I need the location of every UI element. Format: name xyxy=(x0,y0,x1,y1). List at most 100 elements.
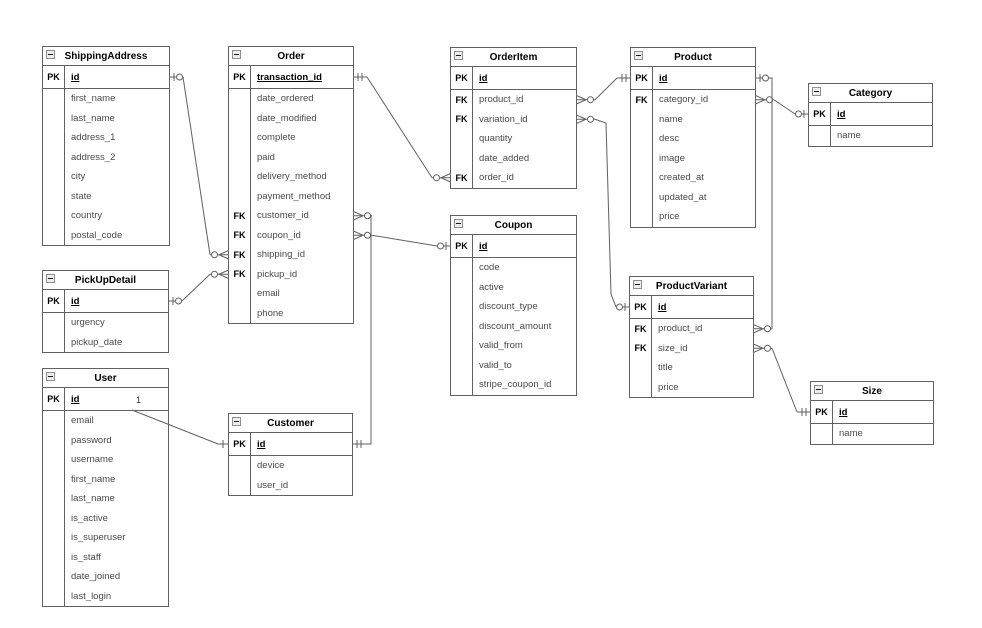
relationship-edge-order-to-customer[interactable] xyxy=(353,211,372,448)
row-name[interactable]: name xyxy=(809,126,932,146)
collapse-icon[interactable] xyxy=(46,50,55,59)
collapse-icon[interactable] xyxy=(454,51,463,60)
row-desc[interactable]: desc xyxy=(631,129,755,149)
row-first_name[interactable]: first_name xyxy=(43,89,169,109)
row-valid_to[interactable]: valid_to xyxy=(451,355,576,375)
row-user_id[interactable]: user_id xyxy=(229,475,352,495)
row-username[interactable]: username xyxy=(43,450,168,470)
collapse-icon[interactable] xyxy=(812,87,821,96)
row-country[interactable]: country xyxy=(43,206,169,226)
row-updated_at[interactable]: updated_at xyxy=(631,187,755,207)
row-image[interactable]: image xyxy=(631,148,755,168)
row-date_modified[interactable]: date_modified xyxy=(229,108,353,128)
row-address_2[interactable]: address_2 xyxy=(43,147,169,167)
collapse-icon[interactable] xyxy=(633,280,642,289)
row-name[interactable]: name xyxy=(811,424,933,444)
row-last_name[interactable]: last_name xyxy=(43,108,169,128)
relationship-edge-product-to-category[interactable] xyxy=(755,95,808,118)
row-date_joined[interactable]: date_joined xyxy=(43,567,168,587)
row-city[interactable]: city xyxy=(43,167,169,187)
row-complete[interactable]: complete xyxy=(229,128,353,148)
collapse-icon[interactable] xyxy=(232,50,241,59)
row-payment_method[interactable]: payment_method xyxy=(229,186,353,206)
relationship-edge-product-to-productvariant[interactable] xyxy=(753,74,773,334)
row-active[interactable]: active xyxy=(451,277,576,297)
row-phone[interactable]: phone xyxy=(229,303,353,323)
relationship-edge-shippingaddress-to-order[interactable] xyxy=(170,73,229,260)
row-password[interactable]: password xyxy=(43,430,168,450)
relationship-edge-orderitem-to-productvariant[interactable] xyxy=(576,114,629,311)
row-quantity[interactable]: quantity xyxy=(451,129,576,149)
relationship-edge-orderitem-to-product[interactable] xyxy=(576,74,630,105)
row-delivery_method[interactable]: delivery_method xyxy=(229,167,353,187)
collapse-icon[interactable] xyxy=(814,385,823,394)
row-urgency[interactable]: urgency xyxy=(43,313,168,333)
row-email[interactable]: email xyxy=(229,284,353,304)
row-last_login[interactable]: last_login xyxy=(43,586,168,606)
row-device[interactable]: device xyxy=(229,456,352,476)
row-stripe_coupon_id[interactable]: stripe_coupon_id xyxy=(451,375,576,395)
relationship-edge-order-to-coupon[interactable] xyxy=(353,230,450,250)
row-code[interactable]: code xyxy=(451,258,576,278)
row-price[interactable]: price xyxy=(631,207,755,227)
row-is_active[interactable]: is_active xyxy=(43,508,168,528)
row-postal_code[interactable]: postal_code xyxy=(43,225,169,245)
row-valid_from[interactable]: valid_from xyxy=(451,336,576,356)
collapse-icon[interactable] xyxy=(634,51,643,60)
row-address_1[interactable]: address_1 xyxy=(43,128,169,148)
row-paid[interactable]: paid xyxy=(229,147,353,167)
row-is_staff[interactable]: is_staff xyxy=(43,547,168,567)
collapse-icon[interactable] xyxy=(46,372,55,381)
collapse-icon[interactable] xyxy=(454,219,463,228)
collapse-icon[interactable] xyxy=(46,274,55,283)
row-discount_amount[interactable]: discount_amount xyxy=(451,316,576,336)
row-name[interactable]: name xyxy=(631,109,755,129)
relationship-edge-order-to-orderitem[interactable] xyxy=(354,73,451,183)
relationship-edge-productvariant-to-size[interactable] xyxy=(753,343,810,416)
row-first_name[interactable]: first_name xyxy=(43,469,168,489)
row-discount_type[interactable]: discount_type xyxy=(451,297,576,317)
row-date_ordered[interactable]: date_ordered xyxy=(229,89,353,109)
row-pickup_date[interactable]: pickup_date xyxy=(43,332,168,352)
row-last_name[interactable]: last_name xyxy=(43,489,168,509)
row-is_superuser[interactable]: is_superuser xyxy=(43,528,168,548)
collapse-icon[interactable] xyxy=(232,417,241,426)
row-state[interactable]: state xyxy=(43,186,169,206)
relationship-edge-user-to-customer[interactable]: 1 xyxy=(131,395,228,448)
row-price[interactable]: price xyxy=(630,377,753,397)
row-created_at[interactable]: created_at xyxy=(631,168,755,188)
relationship-edge-pickupdetail-to-order[interactable] xyxy=(169,269,229,305)
row-title[interactable]: title xyxy=(630,358,753,378)
row-date_added[interactable]: date_added xyxy=(451,148,576,168)
